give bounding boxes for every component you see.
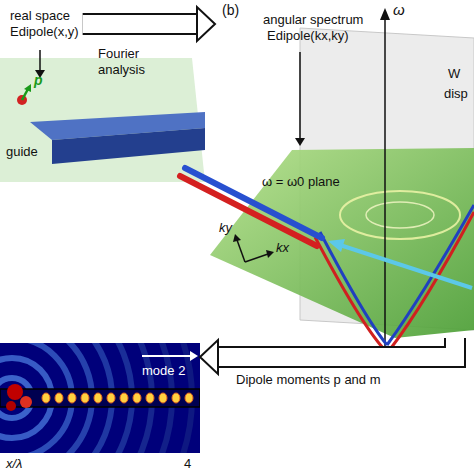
cyan-arrow (340, 245, 472, 288)
dipole-label: p (34, 72, 43, 88)
axis-label: ω (393, 2, 405, 18)
dipole-head (24, 84, 31, 92)
mode-dot (172, 393, 180, 403)
kx-head (266, 250, 274, 258)
pointer-head (295, 138, 305, 146)
ky-head (233, 234, 241, 242)
waveguide-label: guide (6, 144, 38, 160)
tick-number: 4 (184, 456, 191, 472)
mode-dot (68, 393, 76, 403)
mode-dots (42, 393, 193, 403)
cropped-label: W (448, 66, 460, 82)
node-text: real space (10, 8, 79, 24)
edge-label: Fourier analysis (98, 46, 162, 78)
ring (0, 343, 192, 453)
spectrum-ring (366, 202, 434, 228)
node-text: Edipole(x,y) (10, 24, 79, 40)
mode-arrow (142, 355, 190, 357)
ring (0, 343, 112, 453)
cropped-label: disp (444, 86, 468, 102)
mode-dot (81, 393, 89, 403)
cyan-arrow-head (328, 239, 345, 252)
light-cone (391, 212, 474, 348)
mode-dot (120, 393, 128, 403)
hollow-arrow (200, 338, 455, 374)
waveguide-band (0, 389, 200, 407)
source-blob (7, 384, 23, 400)
mode-dot (107, 393, 115, 403)
mode-dot (146, 393, 154, 403)
mode-dot (133, 393, 141, 403)
pointer-arrow (39, 50, 41, 71)
edge-label: Dipole moments p and m (236, 372, 381, 388)
kx-axis (245, 254, 268, 262)
arrow-fill (218, 338, 455, 357)
real-space-label: real spaceEdipole(x,y) (6, 4, 83, 44)
mode-dot (185, 393, 193, 403)
plane-label: ω = ω0 plane (262, 174, 340, 190)
arrow-head (200, 340, 218, 374)
dipole-arrow (22, 89, 28, 100)
mode-dot (159, 393, 167, 403)
omega-plane (210, 148, 474, 338)
mode-dot (55, 393, 63, 403)
panel-letter: (b) (222, 2, 239, 18)
field-plot-panel: mode 2 (0, 343, 200, 453)
ring (0, 343, 172, 453)
ring (0, 343, 200, 453)
mode-dot (94, 393, 102, 403)
omega-axis (384, 18, 386, 352)
ky-axis (237, 240, 245, 262)
mode-arrow-head (190, 351, 198, 361)
field-rings (0, 343, 200, 453)
arrow-fill (83, 15, 197, 33)
arrow-outline (83, 13, 197, 35)
hollow-arrow (83, 7, 215, 41)
omega-axis-head (380, 8, 390, 20)
node-text: angular spectrum (263, 12, 363, 28)
arrow-outline (218, 338, 455, 357)
waveguide-front (52, 128, 205, 164)
spectrum-panel: angular spectrumEdipole(kx,ky) (215, 0, 474, 338)
mode-dot (42, 393, 50, 403)
node-text: mode 2 (142, 363, 185, 379)
axis-label: x/λ (6, 456, 23, 472)
axis-label: ky (219, 220, 232, 236)
arrow-head (197, 7, 215, 41)
source-blob (6, 401, 16, 411)
axis-label: kx (276, 240, 289, 256)
node-text: Edipole(kx,ky) (267, 28, 349, 44)
pointer-arrow (299, 52, 301, 140)
spectrum-ring (340, 191, 460, 239)
source-blob (20, 396, 32, 408)
